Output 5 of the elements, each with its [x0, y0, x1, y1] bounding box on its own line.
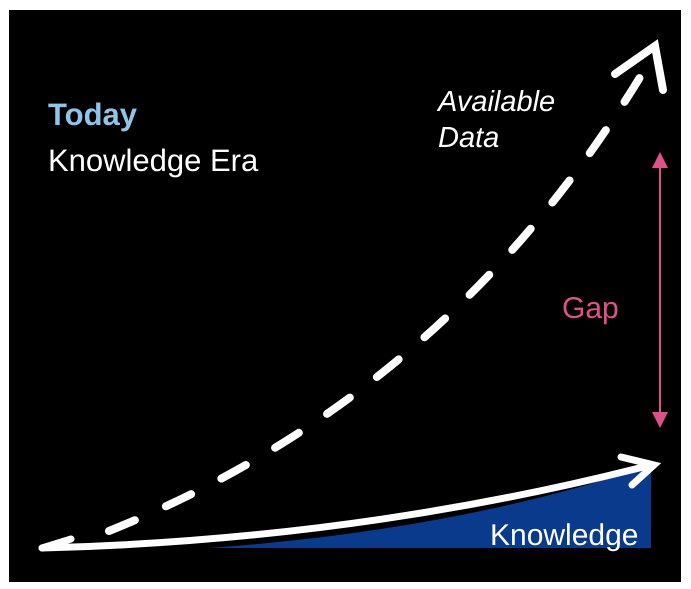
- era-label: Knowledge Era: [48, 142, 258, 180]
- curve-label: Available Data: [438, 85, 556, 156]
- curve-label: Knowledge: [490, 518, 638, 554]
- gap-label: Gap: [562, 291, 619, 327]
- era-heading: Today: [48, 96, 137, 134]
